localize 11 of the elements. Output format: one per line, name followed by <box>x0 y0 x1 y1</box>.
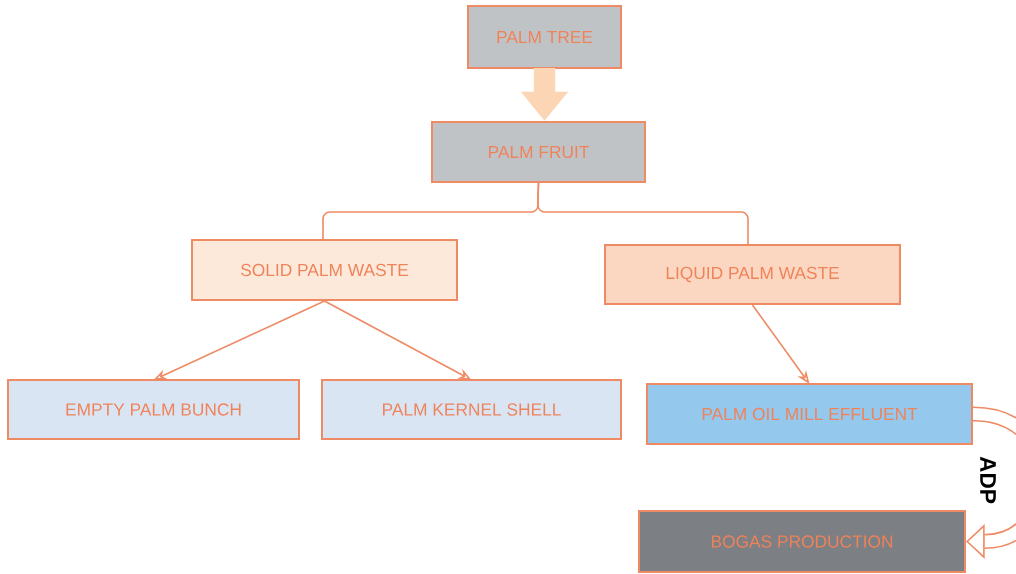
arrow <box>751 304 810 384</box>
process-box: LIQUID PALM WASTE <box>604 244 901 305</box>
process-box: PALM KERNEL SHELL <box>321 379 622 440</box>
process-box: PALM OIL MILL EFFLUENT <box>646 383 973 445</box>
process-box: PALM TREE <box>467 5 622 69</box>
edge-label: ADP <box>978 454 998 506</box>
process-box: BOGAS PRODUCTION <box>638 510 966 573</box>
process-box: PALM FRUIT <box>431 121 646 183</box>
process-box: SOLID PALM WASTE <box>191 239 458 301</box>
process-box: EMPTY PALM BUNCH <box>7 379 300 440</box>
arrow <box>966 406 1016 559</box>
